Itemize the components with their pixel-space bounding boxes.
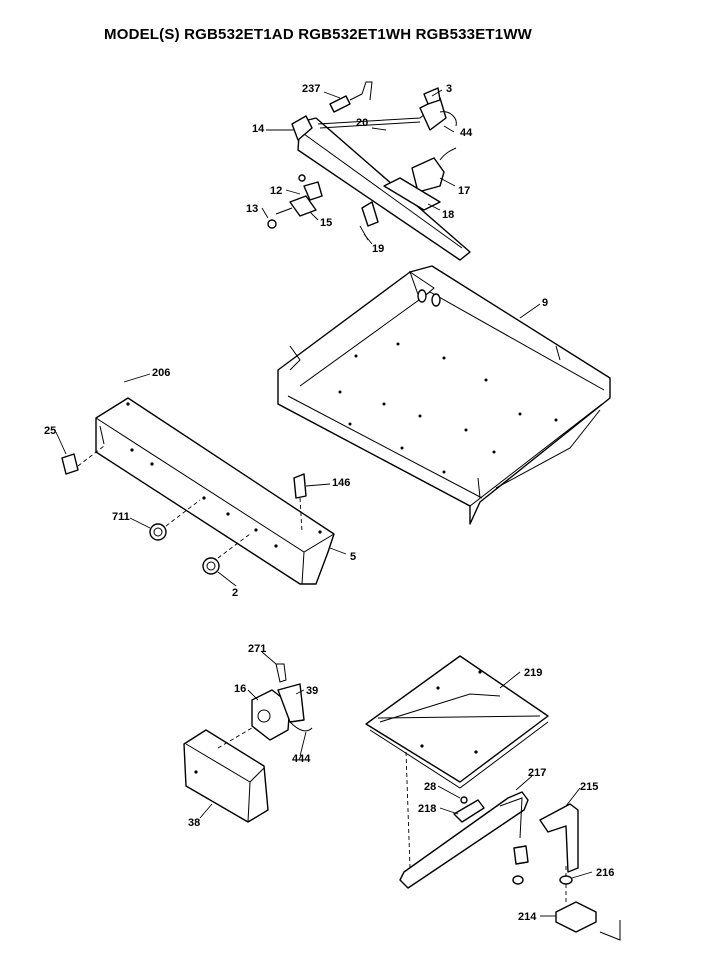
callout-216: 216 <box>596 867 614 879</box>
callout-25: 25 <box>44 425 56 437</box>
callout-16: 16 <box>234 683 246 695</box>
callout-38: 38 <box>188 817 200 829</box>
callout-218: 218 <box>418 803 436 815</box>
regulator-assembly <box>183 663 313 823</box>
callout-444: 444 <box>292 753 311 765</box>
callout-20: 20 <box>356 117 368 129</box>
callout-214: 214 <box>518 911 537 923</box>
callout-2: 2 <box>232 587 238 599</box>
broiler-assembly <box>365 655 621 941</box>
callout-39: 39 <box>306 685 318 697</box>
callout-237: 237 <box>302 83 320 95</box>
callout-271: 271 <box>248 643 266 655</box>
callout-13: 13 <box>246 203 258 215</box>
callout-711: 711 <box>112 511 130 523</box>
callout-14: 14 <box>252 123 265 135</box>
callout-215: 215 <box>580 781 598 793</box>
callout-12: 12 <box>270 185 282 197</box>
burner-box <box>277 265 611 525</box>
callout-9: 9 <box>542 297 548 309</box>
callout-19: 19 <box>372 243 384 255</box>
callout-28: 28 <box>424 781 436 793</box>
callout-18: 18 <box>442 209 454 221</box>
callout-44: 44 <box>460 127 473 139</box>
manifold-assembly <box>267 81 471 261</box>
callout-206: 206 <box>152 367 170 379</box>
callout-5: 5 <box>350 551 356 563</box>
callout-17: 17 <box>458 185 470 197</box>
callouts: 237 3 14 20 44 12 17 13 15 18 19 9 206 2… <box>44 83 614 923</box>
callout-219: 219 <box>524 667 542 679</box>
callout-146: 146 <box>332 477 350 489</box>
callout-217: 217 <box>528 767 546 779</box>
callout-3: 3 <box>446 83 452 95</box>
callout-15: 15 <box>320 217 332 229</box>
leader-lines <box>55 89 593 917</box>
manifold-panel <box>61 397 335 585</box>
diagram-title: MODEL(S) RGB532ET1AD RGB532ET1WH RGB533E… <box>104 26 533 43</box>
